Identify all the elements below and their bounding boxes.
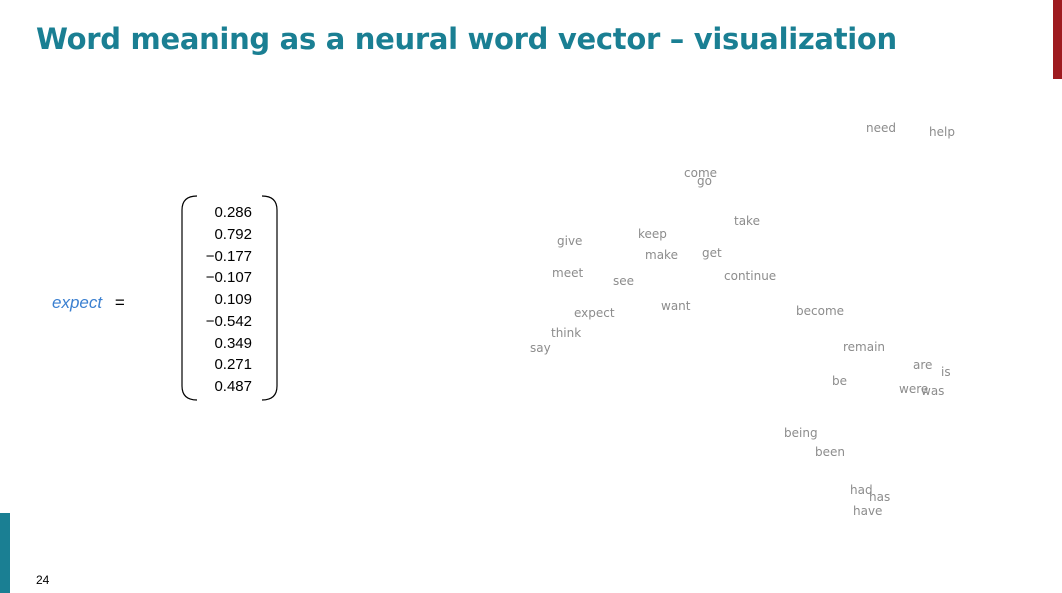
- scatter-word-remain: remain: [843, 340, 886, 354]
- vector-value: 0.349: [214, 334, 252, 352]
- vector-value: −0.107: [205, 269, 252, 287]
- vector-value: 0.487: [214, 378, 252, 395]
- bottom-left-accent-bar: [0, 513, 10, 593]
- scatter-word-is: is: [941, 365, 951, 379]
- scatter-word-see: see: [613, 274, 635, 288]
- scatter-word-get: get: [702, 246, 722, 260]
- vector-equation-label: expect =: [52, 293, 125, 313]
- scatter-word-have: have: [853, 504, 883, 518]
- scatter-word-expect: expect: [574, 306, 615, 320]
- scatter-word-are: are: [913, 358, 933, 372]
- scatter-word-meet: meet: [552, 266, 584, 280]
- scatter-word-help: help: [929, 125, 955, 139]
- word-vector: 0.286 0.792 −0.177 −0.107 0.109 −0.542 0…: [192, 202, 252, 398]
- scatter-word-was: was: [921, 384, 945, 398]
- page-number: 24: [36, 573, 50, 587]
- vector-value: 0.271: [214, 356, 252, 374]
- scatter-word-has: has: [869, 490, 891, 504]
- scatter-word-continue: continue: [724, 269, 777, 283]
- right-parenthesis: [261, 195, 278, 401]
- vector-value: 0.792: [214, 225, 252, 243]
- scatter-word-go: go: [697, 174, 712, 188]
- vector-value: 0.286: [214, 204, 252, 221]
- scatter-word-take: take: [734, 214, 760, 228]
- scatter-word-had: had: [850, 483, 873, 497]
- scatter-word-become: become: [796, 304, 845, 318]
- vector-value: −0.177: [205, 247, 252, 265]
- scatter-word-need: need: [866, 121, 896, 135]
- scatter-word-think: think: [551, 326, 582, 340]
- vector-value: −0.542: [205, 312, 252, 330]
- scatter-word-say: say: [530, 341, 551, 355]
- scatter-word-want: want: [661, 299, 691, 313]
- top-right-accent-bar: [1053, 0, 1062, 79]
- vector-value: 0.109: [214, 291, 252, 308]
- scatter-word-been: been: [815, 445, 845, 459]
- equation-word: expect: [52, 293, 103, 312]
- scatter-word-come: come: [684, 166, 718, 180]
- scatter-word-being: being: [784, 426, 818, 440]
- scatter-word-give: give: [557, 234, 583, 248]
- scatter-word-make: make: [645, 248, 678, 262]
- left-parenthesis: [181, 195, 198, 401]
- scatter-word-were: were: [899, 382, 929, 396]
- scatter-word-be: be: [832, 374, 847, 388]
- equals-sign: =: [114, 293, 125, 312]
- scatter-word-keep: keep: [638, 227, 667, 241]
- slide-title: Word meaning as a neural word vector – v…: [36, 22, 897, 56]
